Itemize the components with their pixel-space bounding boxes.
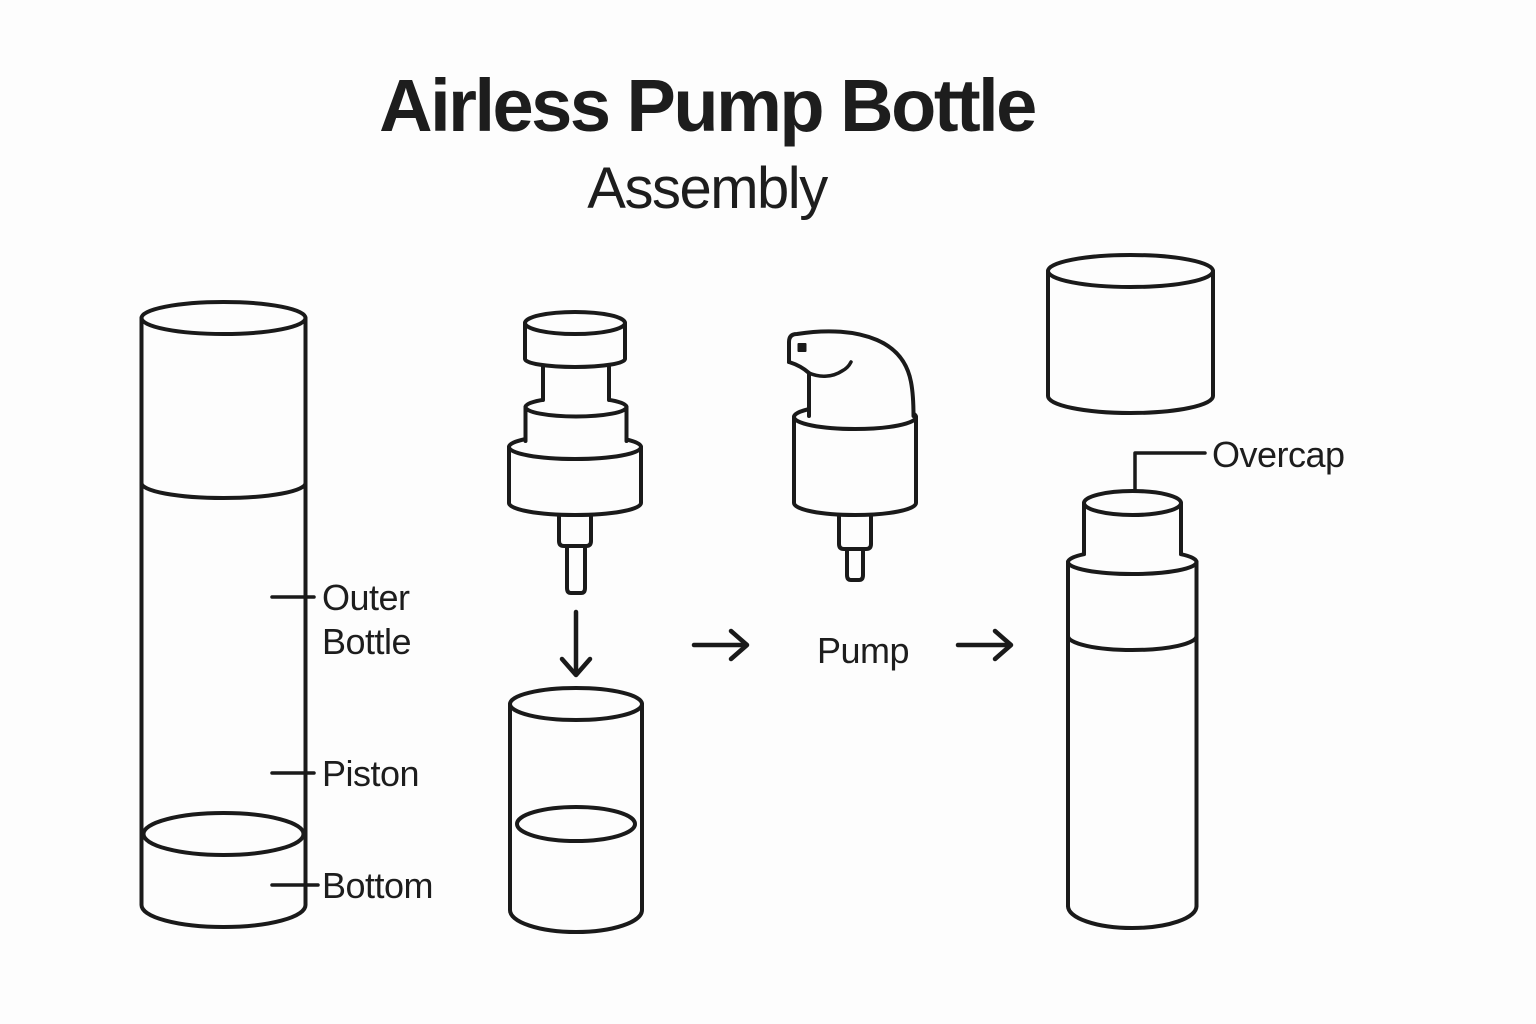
pump-mechanism-drawing (507, 310, 643, 595)
page-title: Airless Pump Bottle (379, 64, 1037, 147)
arrow-right-icon (691, 628, 750, 662)
page-subtitle: Assembly (587, 156, 828, 221)
outer-bottle-label: Outer Bottle (322, 577, 412, 662)
actuator-pump-drawing (787, 329, 918, 582)
nozzle-outlet-mark (797, 343, 807, 352)
overcap-drawing (1046, 253, 1215, 415)
inner-bottle-drawing (508, 686, 644, 934)
piston-ellipse (141, 811, 306, 857)
inner-piston-ellipse (515, 805, 637, 843)
bottle-section-line (139, 481, 308, 500)
bottom-label: Bottom (322, 865, 434, 906)
overcap-leader-line (1133, 451, 1207, 493)
label-tick-lines (270, 451, 1207, 887)
piston-label: Piston (322, 753, 420, 794)
pump-label: Pump (817, 630, 910, 671)
assembled-bottle-drawing (1066, 489, 1199, 930)
arrow-down-icon (559, 609, 593, 678)
spout-detail-line (807, 360, 853, 378)
outer-bottle-drawing (139, 300, 308, 929)
bottle-section-line (1066, 634, 1199, 652)
overcap-label: Overcap (1212, 434, 1345, 475)
arrow-right-icon (955, 628, 1014, 662)
